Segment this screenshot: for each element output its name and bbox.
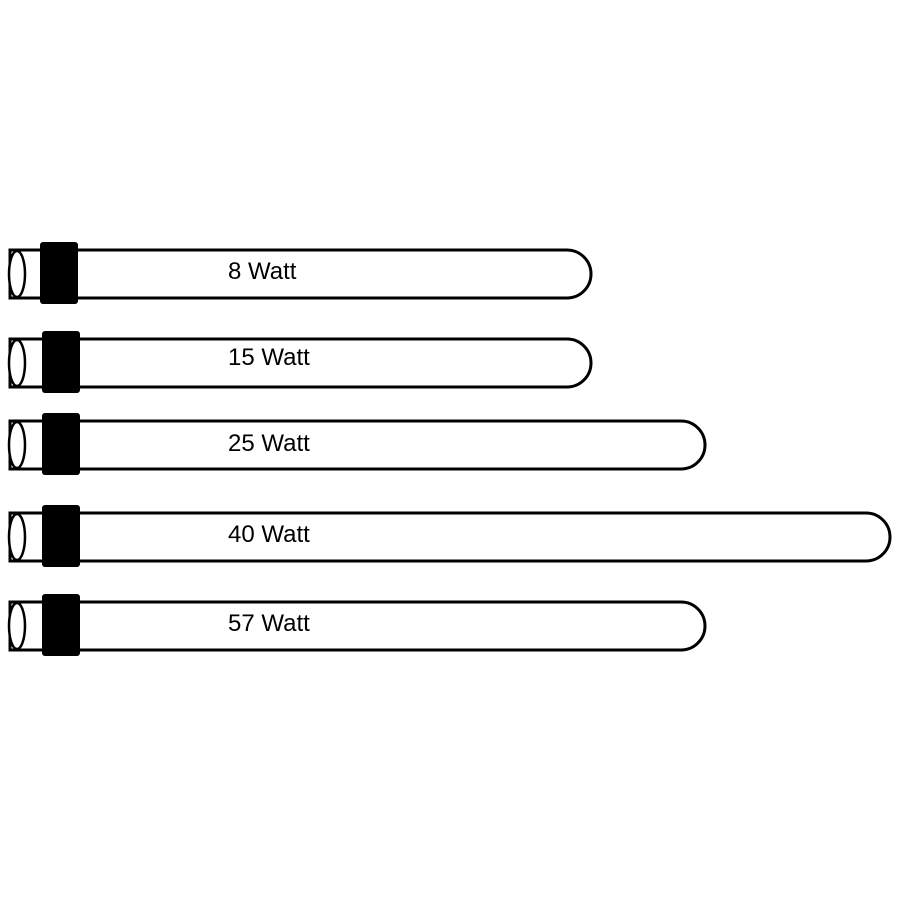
lamp-tube-25-watt: 25 Watt: [7, 413, 707, 475]
lamp-label-57-watt: 57 Watt: [228, 610, 310, 637]
lamp-collar: [40, 242, 78, 304]
lamp-label-40-watt: 40 Watt: [228, 521, 310, 548]
lamp-label-25-watt: 25 Watt: [228, 430, 310, 457]
lamp-collar: [42, 594, 80, 656]
lamp-collar: [42, 413, 80, 475]
lamp-collar: [42, 505, 80, 567]
lamp-collar: [42, 331, 80, 393]
lamp-tube-8-watt: 8 Watt: [7, 242, 593, 304]
lamp-label-8-watt: 8 Watt: [228, 258, 297, 285]
lamp-label-15-watt: 15 Watt: [228, 344, 310, 371]
lamp-tube-15-watt: 15 Watt: [7, 331, 593, 393]
lamp-tube-57-watt: 57 Watt: [7, 594, 707, 656]
lamp-tube-40-watt: 40 Watt: [7, 505, 892, 567]
